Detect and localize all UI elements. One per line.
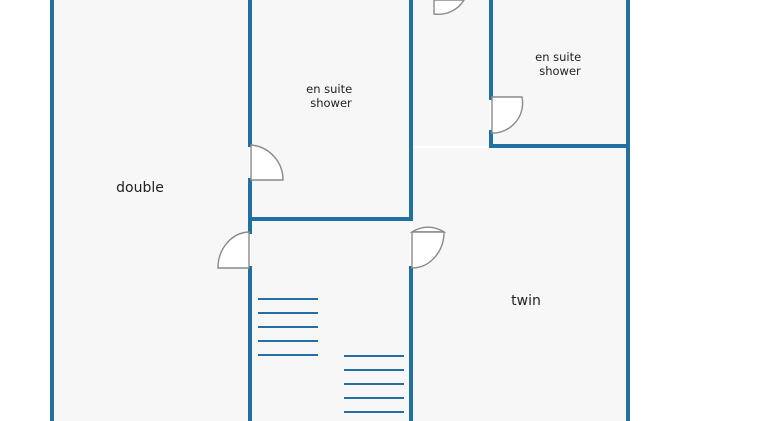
door-ensuite-right [491, 96, 524, 134]
room-label-ensuite-right-line1: en suite [535, 50, 581, 64]
door-ensuite-left [250, 144, 284, 181]
room-label-ensuite-left-line1: en suite [306, 82, 352, 96]
doors [217, 0, 524, 269]
door-twin-room-swing [411, 231, 445, 269]
room-label-ensuite-right-line2: shower [539, 64, 581, 78]
walls [50, 0, 630, 421]
twin-room-floor [412, 148, 627, 421]
door-landing-top [433, 0, 465, 16]
room-label-ensuite-left: en suite shower [306, 82, 356, 110]
room-label-ensuite-right: en suite shower [535, 50, 585, 78]
landing-floor [412, 0, 490, 146]
double-room-floor [53, 0, 249, 421]
room-label-ensuite-left-line2: shower [310, 96, 352, 110]
door-double-room [217, 231, 250, 269]
ensuite-left-floor [251, 0, 410, 218]
hallway-floor [251, 220, 410, 421]
room-label-double: double [116, 180, 164, 196]
stairs-lower-flight [344, 355, 404, 413]
stairs-upper-flight [258, 298, 318, 356]
room-label-twin: twin [511, 293, 541, 309]
